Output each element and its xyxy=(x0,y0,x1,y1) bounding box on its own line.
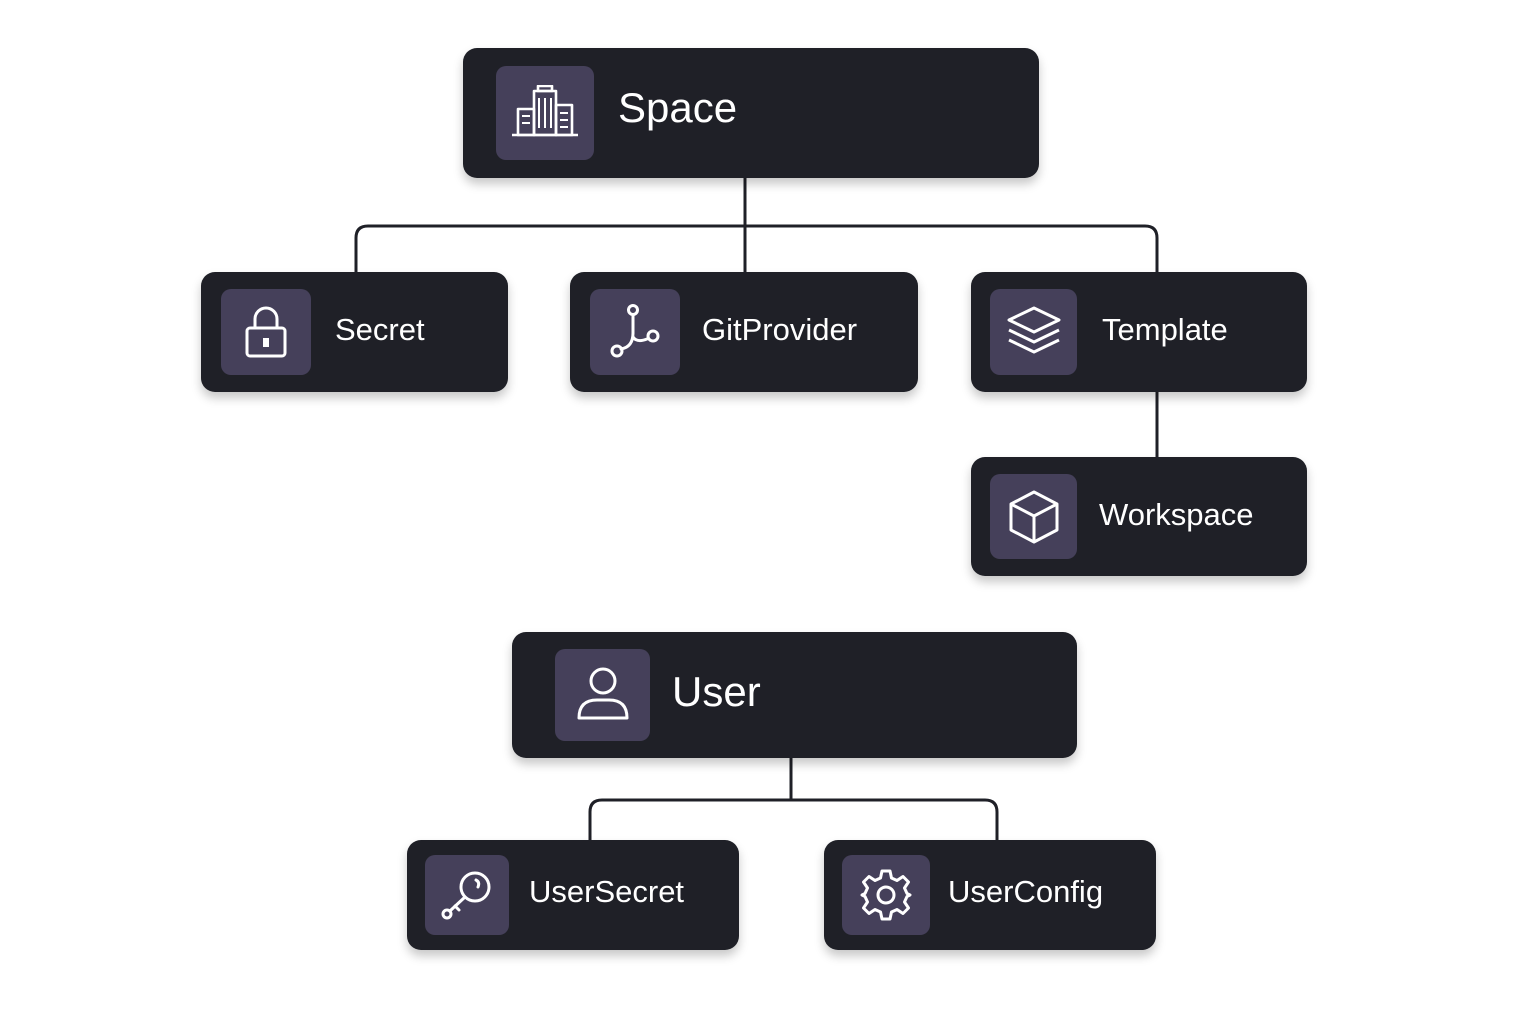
node-label: GitProvider xyxy=(702,312,858,347)
node-workspace[interactable]: Workspace xyxy=(971,457,1307,576)
user-icon xyxy=(577,667,628,720)
icon-tile xyxy=(425,855,509,935)
node-template[interactable]: Template xyxy=(971,272,1307,392)
node-label: UserConfig xyxy=(948,874,1104,909)
node-secret[interactable]: Secret xyxy=(201,272,508,392)
edge-user-userconfig xyxy=(791,798,999,840)
icon-tile xyxy=(590,289,680,375)
node-label: Space xyxy=(618,84,738,131)
icon-tile xyxy=(990,474,1077,559)
cube-icon xyxy=(1009,490,1058,543)
node-user[interactable]: User xyxy=(512,632,1077,758)
node-usersecret[interactable]: UserSecret xyxy=(407,840,739,950)
edge-space-secret xyxy=(354,178,747,272)
icon-tile xyxy=(842,855,930,935)
node-gitprovider[interactable]: GitProvider xyxy=(570,272,918,392)
building-icon xyxy=(512,85,578,137)
node-label: UserSecret xyxy=(529,874,685,909)
icon-tile xyxy=(496,66,594,160)
icon-tile xyxy=(555,649,650,741)
key-icon xyxy=(441,871,491,920)
gear-icon xyxy=(860,869,912,921)
layers-icon xyxy=(1007,306,1060,354)
node-space[interactable]: Space xyxy=(463,48,1039,178)
edge-user-usersecret xyxy=(588,758,793,840)
node-userconfig[interactable]: UserConfig xyxy=(824,840,1156,950)
edge-space-template xyxy=(745,224,1159,272)
icon-tile xyxy=(221,289,311,375)
lock-icon xyxy=(245,306,287,358)
node-label: Workspace xyxy=(1099,497,1254,532)
icon-tile xyxy=(990,289,1077,375)
git-branch-icon xyxy=(610,304,660,358)
node-label: Template xyxy=(1102,312,1228,347)
node-label: Secret xyxy=(335,312,425,347)
node-label: User xyxy=(672,668,761,715)
